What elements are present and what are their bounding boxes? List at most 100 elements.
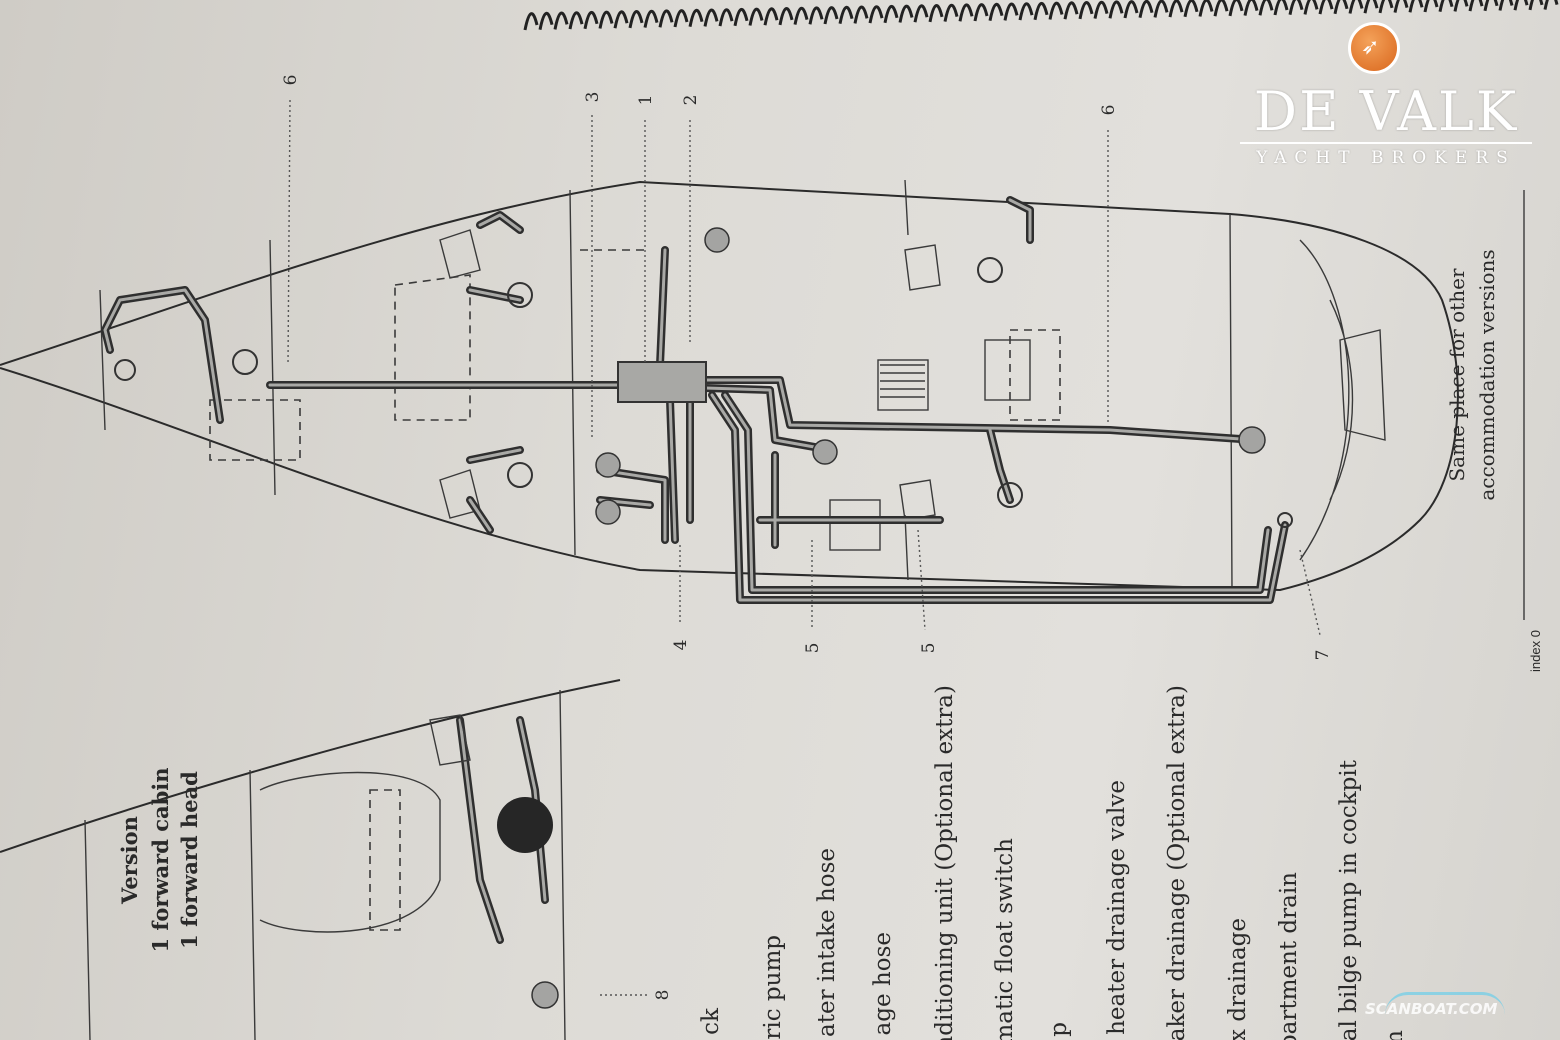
spiral-binding <box>523 0 1559 31</box>
legend-item: ric pump <box>760 935 786 1040</box>
binding-ring <box>1483 0 1499 12</box>
binding-ring <box>808 6 824 25</box>
legend-item: nditioning unit (Optional extra) <box>932 685 958 1040</box>
pump <box>595 452 621 478</box>
pump <box>812 439 838 465</box>
binding-ring <box>1258 0 1274 16</box>
binding-ring <box>1243 0 1259 16</box>
binding-ring <box>1153 0 1169 18</box>
callout-6: 6 <box>281 75 301 86</box>
binding-ring <box>823 6 839 25</box>
tank <box>497 797 553 853</box>
binding-ring <box>928 4 944 23</box>
binding-ring <box>868 5 884 24</box>
legend-item: ck <box>698 1007 724 1035</box>
binding-ring <box>553 11 569 30</box>
binding-ring <box>883 5 899 24</box>
callout-3: 3 <box>583 92 603 103</box>
binding-ring <box>1438 0 1454 12</box>
callout-4: 4 <box>671 640 691 651</box>
legend-item: aker drainage (Optional extra) <box>1164 685 1190 1040</box>
callout-8: 8 <box>653 990 673 1001</box>
binding-ring <box>838 5 854 24</box>
version-line-2: 1 forward head <box>177 771 202 949</box>
pump <box>704 227 730 253</box>
binding-ring <box>538 11 554 30</box>
binding-ring <box>1393 0 1409 13</box>
binding-ring <box>1138 0 1154 18</box>
binding-ring <box>568 11 584 30</box>
binding-ring <box>1348 0 1364 14</box>
binding-ring <box>793 6 809 25</box>
binding-ring <box>1498 0 1514 11</box>
binding-ring <box>1543 0 1559 10</box>
binding-ring <box>523 12 539 31</box>
binding-ring <box>958 3 974 22</box>
binding-ring <box>1378 0 1394 14</box>
binding-ring <box>898 4 914 23</box>
note-line-1: Same place for other <box>1445 268 1469 481</box>
pump <box>1238 426 1266 454</box>
logo-name: DE VALK <box>1253 80 1519 143</box>
legend-item: partment drain <box>1276 872 1302 1040</box>
binding-ring <box>1063 1 1079 20</box>
legend-item: matic float switch <box>992 838 1018 1040</box>
binding-ring <box>1198 0 1214 17</box>
binding-ring <box>1003 2 1019 21</box>
callout-1: 1 <box>636 95 656 106</box>
binding-ring <box>688 8 704 27</box>
binding-ring <box>1228 0 1244 17</box>
binding-ring <box>1363 0 1379 14</box>
binding-ring <box>703 8 719 27</box>
binding-ring <box>1453 0 1469 12</box>
logo-subtitle: YACHT BROKERS <box>1240 142 1532 168</box>
binding-ring <box>658 9 674 28</box>
note-line-2: accommodation versions <box>1475 249 1499 500</box>
binding-ring <box>1528 0 1544 11</box>
binding-ring <box>1078 1 1094 20</box>
binding-ring <box>1123 0 1139 19</box>
binding-ring <box>718 8 734 27</box>
binding-ring <box>1093 0 1109 19</box>
binding-ring <box>673 9 689 28</box>
binding-ring <box>613 10 629 29</box>
legend-item: al bilge pump in cockpit <box>1336 759 1362 1040</box>
binding-ring <box>1168 0 1184 18</box>
binding-ring <box>1213 0 1229 17</box>
binding-ring <box>973 3 989 22</box>
legend-item: age hose <box>870 932 896 1035</box>
binding-ring <box>1183 0 1199 18</box>
de-valk-logo: ➶ DE VALK YACHT BROKERS <box>1236 22 1536 172</box>
callout-leaders <box>287 99 1525 996</box>
page-index: index 0 <box>1528 630 1543 672</box>
binding-ring <box>763 7 779 26</box>
legend-item: x drainage <box>1225 918 1251 1040</box>
binding-ring <box>1273 0 1289 16</box>
binding-ring <box>748 7 764 26</box>
binding-ring <box>1423 0 1439 13</box>
binding-ring <box>1018 2 1034 21</box>
binding-ring <box>583 11 599 30</box>
version-title: Version <box>117 816 142 905</box>
binding-ring <box>628 10 644 29</box>
pipes <box>101 196 1289 944</box>
legend-item: m <box>1382 1030 1408 1040</box>
binding-ring <box>853 5 869 24</box>
binding-ring <box>1513 0 1529 11</box>
binding-ring <box>1033 2 1049 21</box>
legend-item: heater drainage valve <box>1104 780 1130 1035</box>
callout-5: 5 <box>803 643 823 654</box>
binding-ring <box>988 2 1004 21</box>
binding-ring <box>1333 0 1349 15</box>
pump <box>531 981 559 1009</box>
version-hull <box>0 679 621 1040</box>
manifold <box>617 361 707 403</box>
callout-6b: 6 <box>1099 105 1119 116</box>
binding-ring <box>1303 0 1319 15</box>
pump <box>595 499 621 525</box>
binding-ring <box>643 9 659 28</box>
callout-5b: 5 <box>919 643 939 654</box>
binding-ring <box>1048 1 1064 20</box>
binding-ring <box>733 8 749 27</box>
